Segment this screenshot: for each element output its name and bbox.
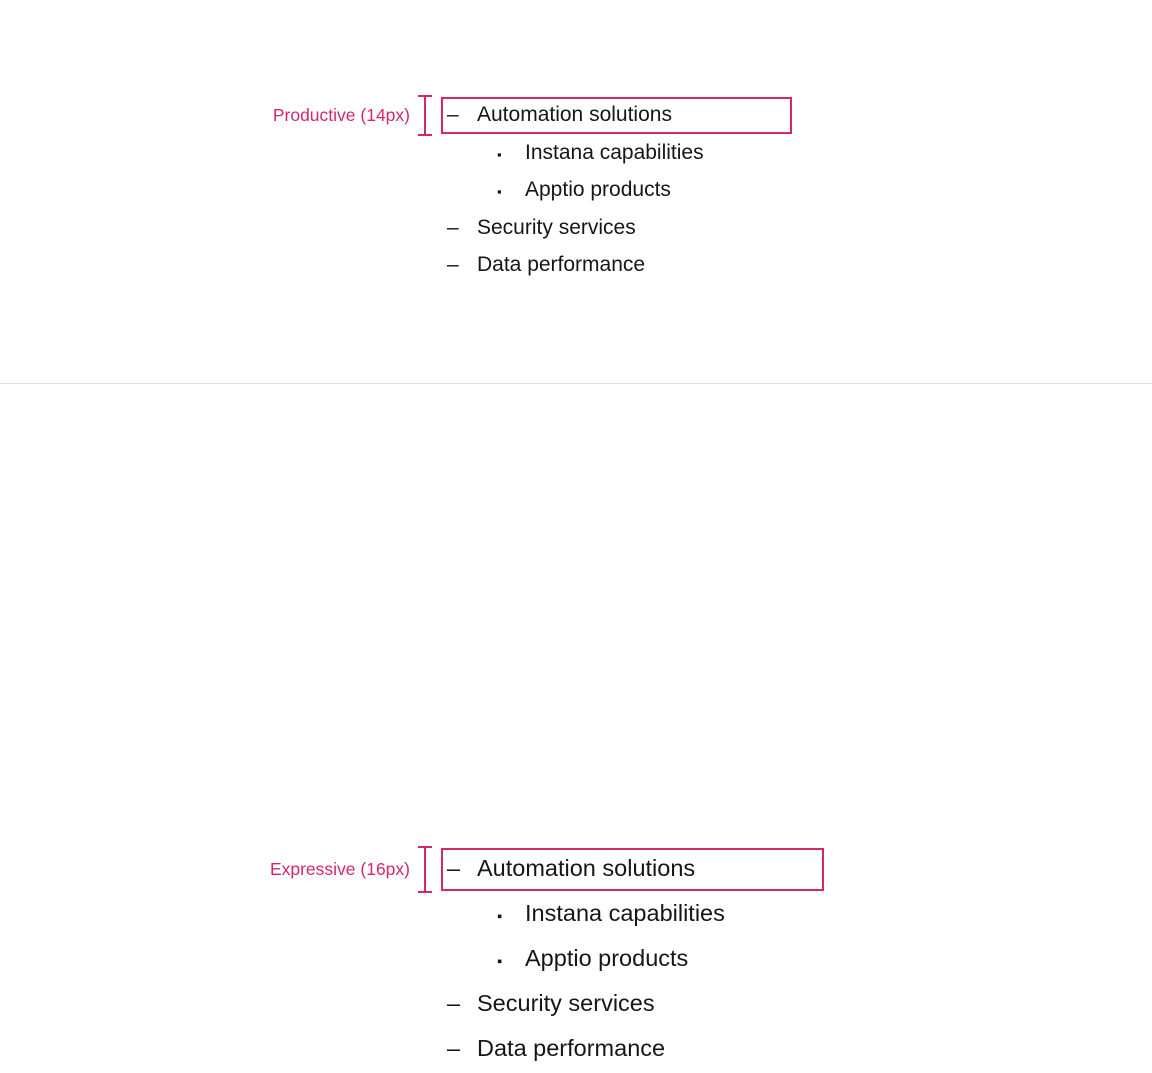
- en-dash-marker-icon: –: [447, 103, 459, 126]
- list-item-label: Apptio products: [525, 945, 689, 971]
- caliper-stem: [424, 846, 426, 893]
- productive-nested-list: – Automation solutions ▪ Instana capabil…: [441, 97, 704, 285]
- list-item-label: Automation solutions: [477, 103, 672, 126]
- list-item-label: Instana capabilities: [525, 140, 704, 164]
- caliper-stem: [424, 95, 426, 136]
- productive-highlighted-item-outline: [441, 97, 792, 134]
- productive-scale-section: Productive (14px) – Automation solutions…: [0, 0, 1152, 384]
- en-dash-marker-icon: –: [447, 1035, 461, 1061]
- list-item[interactable]: – Data performance: [441, 1028, 725, 1073]
- en-dash-marker-icon: –: [447, 855, 461, 881]
- list-item-label: Automation solutions: [477, 855, 696, 881]
- list-item[interactable]: – Automation solutions: [441, 97, 704, 135]
- en-dash-marker-icon: –: [447, 990, 461, 1016]
- list-item[interactable]: – Security services: [441, 210, 704, 248]
- en-dash-marker-icon: –: [447, 215, 459, 239]
- list-item-label: Apptio products: [525, 178, 671, 201]
- list-item[interactable]: ▪ Apptio products: [441, 938, 725, 983]
- expressive-scale-section: Expressive (16px) – Automation solutions…: [0, 384, 1152, 1061]
- expressive-nested-list: – Automation solutions ▪ Instana capabil…: [441, 848, 725, 1073]
- list-item[interactable]: ▪ Instana capabilities: [441, 893, 725, 938]
- list-item-label: Security services: [477, 215, 636, 239]
- list-item-label: Data performance: [477, 253, 646, 276]
- productive-line-height-caliper-icon: [418, 95, 432, 136]
- caliper-bottom-cap: [418, 891, 432, 893]
- list-item[interactable]: ▪ Apptio products: [441, 172, 704, 210]
- square-bullet-marker-icon: ▪: [497, 146, 502, 162]
- list-item[interactable]: ▪ Instana capabilities: [441, 135, 704, 173]
- list-item[interactable]: – Data performance: [441, 247, 704, 285]
- list-item[interactable]: – Security services: [441, 983, 725, 1028]
- square-bullet-marker-icon: ▪: [497, 184, 502, 199]
- expressive-line-height-caliper-icon: [418, 846, 432, 893]
- en-dash-marker-icon: –: [447, 253, 459, 276]
- square-bullet-marker-icon: ▪: [497, 909, 503, 925]
- list-item-label: Data performance: [477, 1035, 666, 1061]
- square-bullet-marker-icon: ▪: [497, 954, 503, 970]
- caliper-bottom-cap: [418, 134, 432, 136]
- list-item-label: Instana capabilities: [525, 900, 725, 926]
- expressive-scale-annotation-label: Expressive (16px): [269, 859, 410, 879]
- section-divider: [0, 383, 1152, 384]
- list-item-label: Security services: [477, 990, 655, 1016]
- productive-scale-annotation-label: Productive (14px): [272, 105, 410, 125]
- list-item[interactable]: – Automation solutions: [441, 848, 725, 893]
